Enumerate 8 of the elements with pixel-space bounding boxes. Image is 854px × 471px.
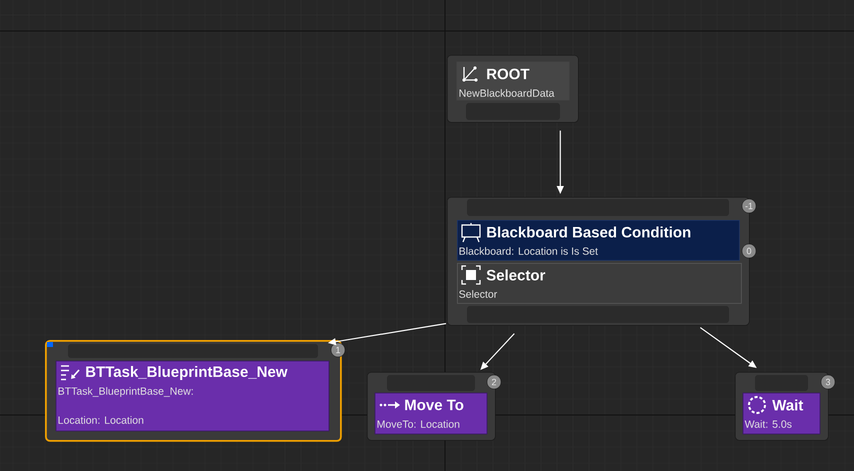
index-badge: 0 <box>742 244 756 258</box>
index-badge: 2 <box>486 374 502 390</box>
index-badge: 3 <box>820 374 836 390</box>
index-badge: 1 <box>330 342 346 358</box>
decorator-box: Blackboard Based Condition Blackboard: Location is Is Set <box>457 220 740 261</box>
root-node: ROOT NewBlackboardData <box>447 55 579 123</box>
selector-box: Selector Selector <box>457 263 742 304</box>
index-badge: -1 <box>742 198 756 214</box>
